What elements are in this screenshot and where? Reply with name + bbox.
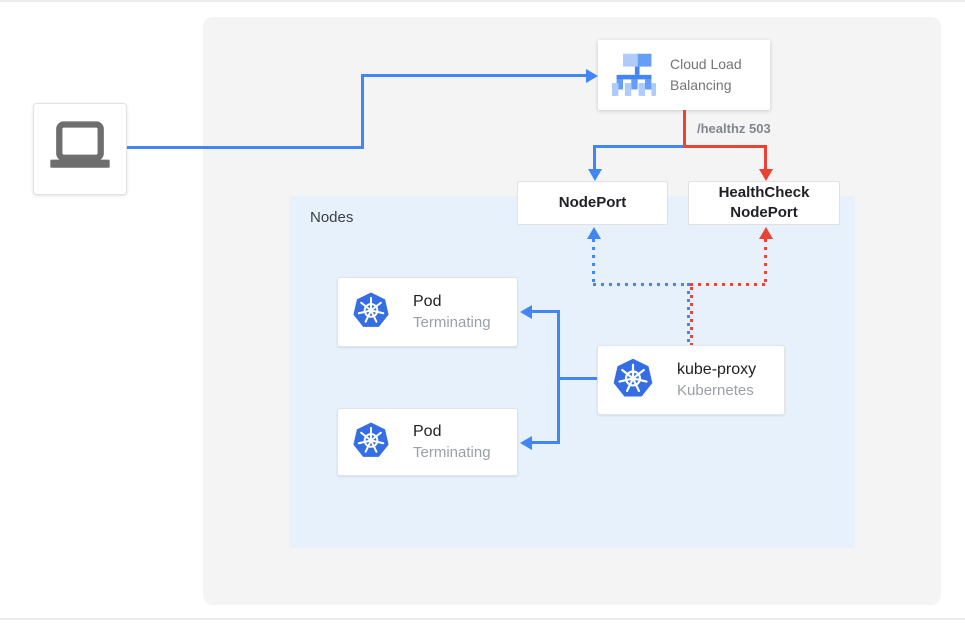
- edge-client-to-lb-h2: [361, 74, 588, 77]
- nodes-group-label: Nodes: [310, 209, 354, 226]
- edge-client-to-lb-h1: [127, 146, 361, 149]
- edge-kubeproxy-to-pods-v: [557, 310, 560, 443]
- edge-kubeproxy-stem-blue-dotted: [687, 283, 690, 345]
- load-balancer-icon: [612, 50, 656, 101]
- nodeport-label: NodePort: [558, 194, 627, 211]
- arrowhead-into-pod2: [520, 435, 532, 450]
- healthcheck-nodeport-label: HealthCheck NodePort: [718, 184, 810, 221]
- cloud-load-balancing-label: Cloud Load Balancing: [670, 56, 742, 93]
- edge-kubeproxy-to-healthcheck-h-dotted: [690, 283, 766, 286]
- healthcheck-nodeport-node: HealthCheck NodePort: [688, 181, 840, 225]
- edge-to-pod1-h: [531, 310, 560, 313]
- edge-split-to-nodeport-v: [593, 145, 596, 172]
- kube-proxy-subtitle: Kubernetes: [677, 382, 754, 399]
- kube-proxy-node: kube-proxy Kubernetes: [597, 345, 785, 415]
- edge-to-pod2-h: [531, 441, 560, 444]
- kubernetes-icon: [611, 356, 655, 405]
- edge-split-to-nodeport-h: [593, 145, 684, 148]
- cloud-load-balancing-node: Cloud Load Balancing: [598, 40, 770, 110]
- arrowhead-into-nodeport: [587, 169, 602, 181]
- arrowhead-into-load-balancer: [586, 68, 598, 83]
- bottom-divider: [0, 618, 965, 620]
- edge-kubeproxy-to-nodeport-h-dotted: [593, 283, 690, 286]
- edge-client-to-lb-v: [361, 74, 364, 149]
- nodeport-node: NodePort: [517, 181, 668, 225]
- pod-title: Pod: [413, 423, 442, 440]
- pod-status: Terminating: [413, 444, 491, 461]
- pod-title: Pod: [413, 293, 442, 310]
- edge-kubeproxy-to-nodeport-v-dotted: [592, 239, 595, 283]
- kubernetes-icon: [351, 420, 391, 465]
- arrowhead-into-healthcheck-nodeport: [758, 169, 773, 181]
- edge-split-to-healthcheck-h: [684, 145, 767, 148]
- laptop-icon: [44, 118, 116, 181]
- edge-split-to-healthcheck-v: [764, 145, 767, 172]
- edge-lb-healthz-v: [683, 110, 686, 148]
- pod-terminating-node-2: Pod Terminating: [337, 408, 518, 476]
- healthz-503-label: /healthz 503: [697, 121, 771, 136]
- client-node: [33, 103, 127, 195]
- arrowhead-into-pod1: [520, 304, 532, 319]
- edge-kubeproxy-stem-red-dotted: [690, 283, 693, 345]
- edge-kubeproxy-to-healthcheck-v-dotted: [764, 239, 767, 283]
- top-divider: [0, 0, 965, 2]
- arrowhead-up-into-nodeport: [586, 227, 601, 239]
- pod-status: Terminating: [413, 314, 491, 331]
- pod-terminating-node-1: Pod Terminating: [337, 277, 518, 347]
- kubernetes-icon: [351, 290, 391, 335]
- edge-kubeproxy-to-pods-h: [557, 377, 597, 380]
- kube-proxy-title: kube-proxy: [677, 361, 757, 378]
- arrowhead-up-into-healthcheck-nodeport: [758, 227, 773, 239]
